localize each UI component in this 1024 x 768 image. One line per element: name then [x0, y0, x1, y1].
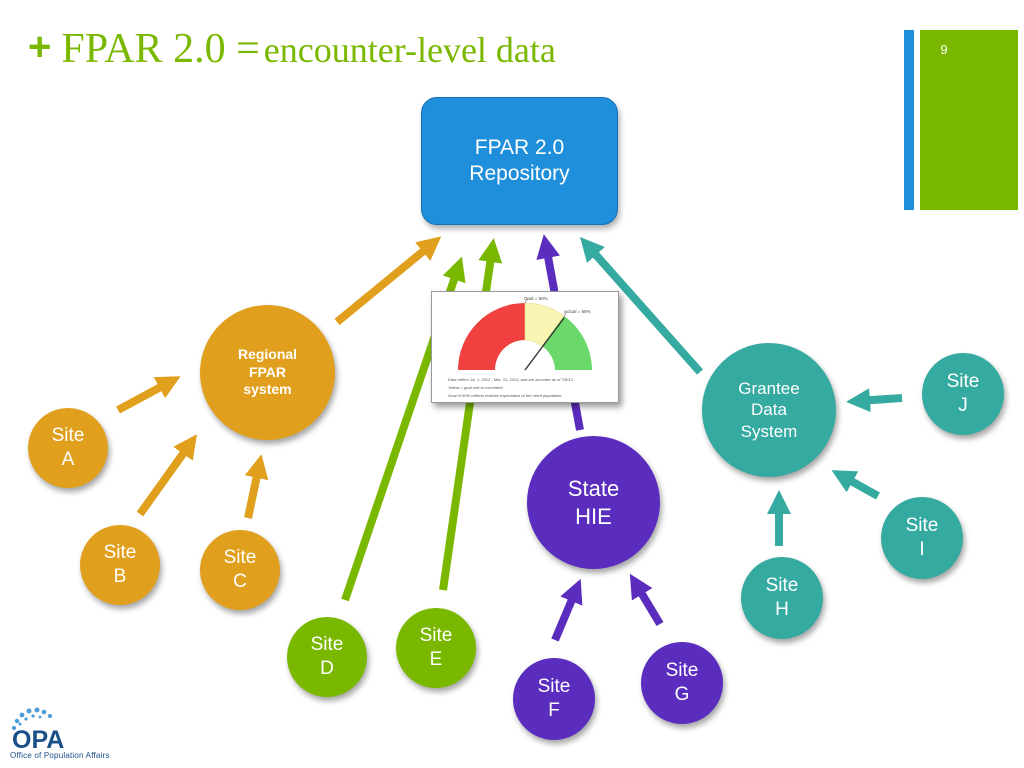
site-b-label: Site B [103, 542, 137, 587]
opa-logo-mark: OPA [12, 707, 64, 754]
gauge-red-segment [458, 303, 525, 370]
arrow-site-f-to-state-hie [551, 578, 583, 642]
site-h-node: Site H [741, 557, 823, 639]
gauge-goal-label: Goal = 50% [524, 296, 548, 301]
grantee-label: Grantee Data System [738, 379, 800, 441]
slide-title: +FPAR 2.0 = encounter-level data [28, 25, 556, 72]
repository-label: FPAR 2.0 Repository [469, 135, 570, 185]
opa-logo: OPA [8, 706, 84, 757]
repository-box: FPAR 2.0 Repository [421, 97, 618, 225]
arrow-regional-to-repo [334, 236, 442, 326]
grantee-data-system-node: Grantee Data System [702, 343, 836, 477]
site-b-node: Site B [80, 525, 160, 605]
site-a-label: Site A [51, 425, 85, 470]
title-sub: encounter-level data [263, 30, 556, 70]
site-j-label: Site J [946, 371, 980, 416]
site-f-label: Site F [537, 676, 571, 721]
arrow-site-i-to-grantee [831, 470, 880, 500]
gauge-note-1: Data reflect Jul. 1, 2012 - Mar. 31, 201… [448, 377, 574, 382]
page-number: 9 [940, 42, 948, 57]
gauge-actual-leader [563, 311, 567, 319]
site-c-node: Site C [200, 530, 280, 610]
accent-bar-green [920, 30, 1018, 210]
site-e-node: Site E [396, 608, 476, 688]
site-g-label: Site G [665, 660, 699, 705]
state-hie-node: State HIE [527, 436, 660, 569]
gauge-note-3: Goal of 50% reflects realistic expectati… [448, 393, 563, 398]
gauge-actual-label: Actual = 68% [564, 309, 591, 314]
site-i-node: Site I [881, 497, 963, 579]
gauge-goal-leader [524, 297, 529, 304]
arrow-site-c-to-regional [244, 454, 269, 519]
gauge-green-segment [542, 316, 592, 370]
arrow-site-b-to-regional [136, 434, 197, 517]
site-g-node: Site G [641, 642, 723, 724]
gauge-card: Goal = 50% Actual = 68% Data reflect Jul… [431, 291, 619, 403]
title-main: FPAR 2.0 = [61, 26, 260, 72]
arrow-grantee-to-repo [580, 237, 703, 375]
site-d-label: Site D [310, 634, 344, 679]
site-d-node: Site D [287, 617, 367, 697]
arrow-site-a-to-regional [116, 376, 181, 414]
site-a-node: Site A [28, 408, 108, 488]
opa-logo-subtext: Office of Population Affairs [10, 751, 110, 760]
regional-fpar-label: Regional FPAR system [237, 346, 298, 398]
arrow-site-j-to-grantee [846, 388, 903, 413]
gauge-graphic: Goal = 50% Actual = 68% Data reflect Jul… [448, 296, 592, 398]
opa-logo-text: OPA [12, 726, 64, 752]
site-f-node: Site F [513, 658, 595, 740]
site-e-label: Site E [419, 625, 453, 670]
accent-bar-blue [904, 30, 914, 210]
state-hie-label: State HIE [567, 476, 620, 529]
gauge-note-2: Yellow = goal met or exceeded [448, 385, 503, 390]
arrow-site-g-to-state-hie [629, 573, 664, 627]
regional-fpar-node: Regional FPAR system [200, 305, 335, 440]
site-h-label: Site H [765, 575, 799, 620]
site-i-label: Site I [905, 515, 939, 560]
site-j-node: Site J [922, 353, 1004, 435]
site-c-label: Site C [223, 547, 257, 592]
title-plus-icon: + [28, 25, 52, 69]
gauge-needle [524, 317, 565, 371]
